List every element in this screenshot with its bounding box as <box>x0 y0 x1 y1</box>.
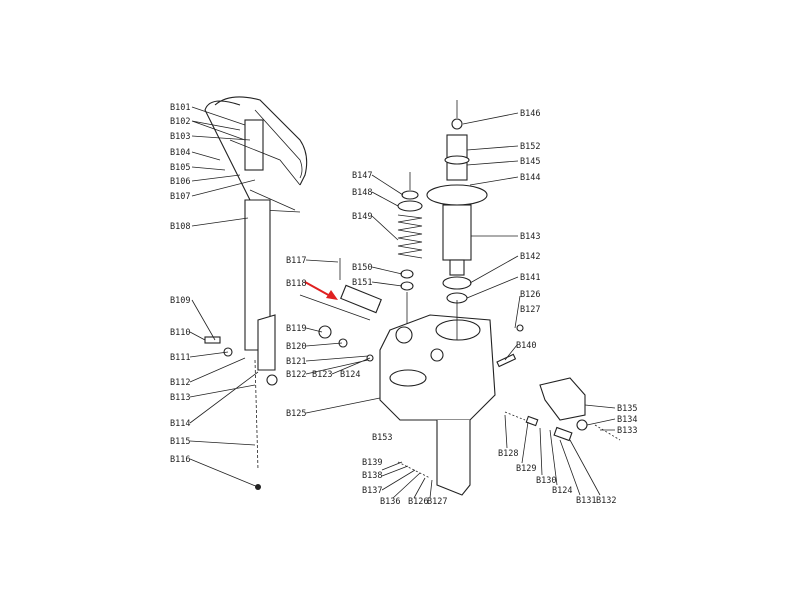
valve-stack-drawing <box>397 172 423 330</box>
part-label: B107 <box>170 192 190 202</box>
release-valve-drawing <box>397 377 621 479</box>
part-label: B122 <box>286 370 306 380</box>
part-label: B148 <box>352 188 372 198</box>
part-label: B144 <box>520 173 540 183</box>
part-label: B126 <box>408 497 428 507</box>
part-label: B137 <box>362 486 382 496</box>
part-label: B127 <box>427 497 447 507</box>
part-label: B145 <box>520 157 540 167</box>
part-label: B133 <box>617 426 637 436</box>
part-label: B143 <box>520 232 540 242</box>
part-label: B138 <box>362 471 382 481</box>
part-label: B111 <box>170 353 190 363</box>
part-label: B117 <box>286 256 306 266</box>
part-label: B125 <box>286 409 306 419</box>
part-label: B150 <box>352 263 372 273</box>
leader-lines <box>189 106 616 499</box>
part-label: B142 <box>520 252 540 262</box>
handle-drawing <box>204 96 308 490</box>
part-label: B102 <box>170 117 190 127</box>
part-label: B123 <box>312 370 332 380</box>
part-label: B149 <box>352 212 372 222</box>
part-label: B126 <box>520 290 540 300</box>
part-label: B118 <box>286 279 306 289</box>
part-label: B140 <box>516 341 536 351</box>
part-label: B114 <box>170 419 190 429</box>
part-label: B136 <box>380 497 400 507</box>
part-label: B152 <box>520 142 540 152</box>
part-label: B135 <box>617 404 637 414</box>
valve-labels: B147 B148 B149 B150 B151 <box>352 171 372 288</box>
part-label: B129 <box>516 464 536 474</box>
part-label: B139 <box>362 458 382 468</box>
part-label: B121 <box>286 357 306 367</box>
pump-piston-drawing <box>426 100 488 304</box>
part-label: B112 <box>170 378 190 388</box>
part-label: B116 <box>170 455 190 465</box>
middle-labels: B117 B118 B119 B120 B121 B122 B123 B124 … <box>286 256 360 419</box>
part-label: B115 <box>170 437 190 447</box>
part-label: B131 <box>576 496 596 506</box>
part-label: B104 <box>170 148 190 158</box>
part-label: B119 <box>286 324 306 334</box>
pump-body-drawing <box>299 258 524 496</box>
part-label: B128 <box>498 449 518 459</box>
part-label: B105 <box>170 163 190 173</box>
part-label: B146 <box>520 109 540 119</box>
part-label: B134 <box>617 415 637 425</box>
right-labels: B146 B152 B145 B144 B143 B142 B141 B126 … <box>516 109 637 436</box>
part-label: B124 <box>340 370 360 380</box>
part-label: B151 <box>352 278 372 288</box>
part-label: B106 <box>170 177 190 187</box>
bottom-labels: B153 B139 B138 B137 B136 B126 B127 B128 … <box>362 433 616 507</box>
left-labels: B101 B102 B103 B104 B105 B106 B107 B108 … <box>170 103 190 465</box>
part-label: B124 <box>552 486 572 496</box>
part-label: B109 <box>170 296 190 306</box>
part-label: B108 <box>170 222 190 232</box>
part-label: B132 <box>596 496 616 506</box>
part-label: B101 <box>170 103 190 113</box>
part-label: B110 <box>170 328 190 338</box>
part-label: B113 <box>170 393 190 403</box>
part-label: B147 <box>352 171 372 181</box>
part-label: B141 <box>520 273 540 283</box>
part-label: B127 <box>520 305 540 315</box>
part-label: B120 <box>286 342 306 352</box>
part-label: B153 <box>372 433 392 443</box>
part-label: B130 <box>536 476 556 486</box>
part-label: B103 <box>170 132 190 142</box>
highlight-arrow <box>304 281 338 300</box>
